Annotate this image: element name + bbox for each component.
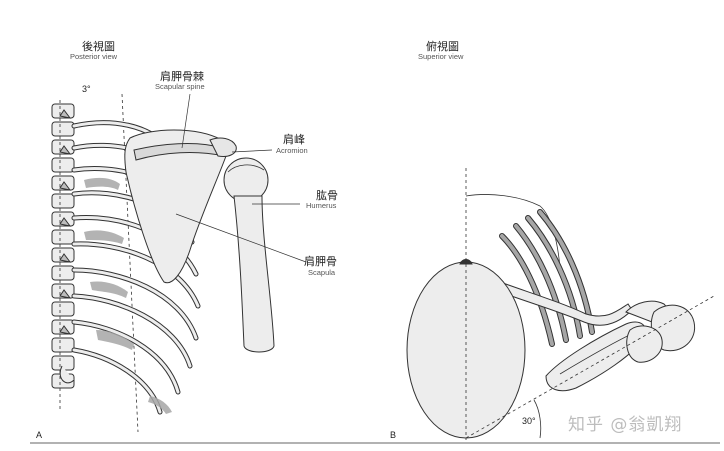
panel-a-angle-label: 3° xyxy=(82,84,91,94)
panel-a-title-en: Posterior view xyxy=(70,52,118,61)
panel-b-title-en: Superior view xyxy=(418,52,464,61)
superior-ribs xyxy=(499,209,595,347)
acromion-label-zh: 肩峰 xyxy=(283,133,305,146)
acromion-shape xyxy=(209,137,237,157)
panel-b-letter: B xyxy=(390,430,397,440)
scapula-label-en: Scapula xyxy=(308,268,336,277)
spinous-processes xyxy=(59,109,72,335)
panel-a-drawing xyxy=(51,93,307,433)
acromion-label-en: Acromion xyxy=(276,146,308,155)
humerus-label-en: Humerus xyxy=(306,201,337,210)
scapula-shape xyxy=(124,129,227,284)
panel-a-letter: A xyxy=(36,430,43,440)
scapula-label-zh: 肩胛骨 xyxy=(304,255,337,268)
leader-lines xyxy=(175,93,307,263)
panel-b-drawing xyxy=(406,168,715,440)
panel-b-title-zh: 俯視圖 xyxy=(426,40,459,53)
panel-b-angle-label: 30° xyxy=(522,416,536,426)
scapular-spine-label-zh: 肩胛骨棘 xyxy=(160,70,204,83)
rib-shading xyxy=(84,177,172,414)
watermark-text: 知乎 @翁凱翔 xyxy=(568,415,683,435)
humerus-label-zh: 肱骨 xyxy=(316,189,338,202)
panel-a-title-zh: 後視圖 xyxy=(82,40,115,53)
scapular-spine-label-en: Scapular spine xyxy=(155,82,205,91)
humerus-shape xyxy=(223,157,275,353)
